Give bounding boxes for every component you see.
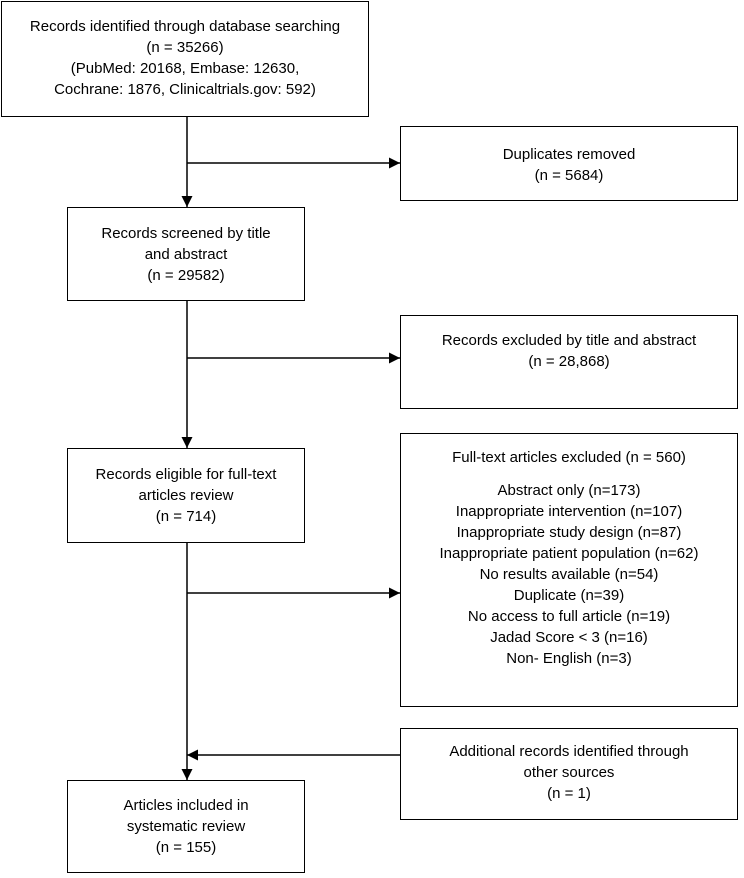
excluded-title-line: (n = 28,868) <box>528 353 610 370</box>
exclusion-reason: Inappropriate study design (n=87) <box>456 524 682 541</box>
exclusion-reason: No access to full article (n=19) <box>467 608 671 625</box>
additional-line: other sources <box>523 764 615 781</box>
excluded-title-line: Records excluded by title and abstract <box>441 332 697 349</box>
articles-included-box: Articles included in systematic review (… <box>67 780 305 873</box>
exclusion-reason: Duplicate (n=39) <box>513 587 625 604</box>
records-eligible-box: Records eligible for full-text articles … <box>67 448 305 543</box>
records-excluded-title-box: Records excluded by title and abstract (… <box>400 315 738 409</box>
included-line: Articles included in <box>123 797 249 814</box>
additional-line: (n = 1) <box>547 785 591 802</box>
exclusion-reason: Inappropriate patient population (n=62) <box>439 545 699 562</box>
screened-line: and abstract <box>144 246 228 263</box>
duplicates-line: Duplicates removed <box>502 146 636 163</box>
fulltext-excluded-heading: Full-text articles excluded (n = 560) <box>452 449 686 466</box>
eligible-line: Records eligible for full-text <box>95 466 277 483</box>
identified-line: Records identified through database sear… <box>29 18 341 35</box>
records-identified-box: Records identified through database sear… <box>1 1 369 117</box>
identified-line: (n = 35266) <box>146 39 224 56</box>
screened-line: (n = 29582) <box>147 267 225 284</box>
duplicates-removed-box: Duplicates removed (n = 5684) <box>400 126 738 201</box>
included-line: systematic review <box>126 818 246 835</box>
additional-line: Additional records identified through <box>449 743 689 760</box>
fulltext-excluded-box: Full-text articles excluded (n = 560) Ab… <box>400 433 738 707</box>
screened-line: Records screened by title <box>101 225 271 242</box>
exclusion-reason: Inappropriate intervention (n=107) <box>455 503 683 520</box>
records-screened-box: Records screened by title and abstract (… <box>67 207 305 301</box>
exclusion-reason: Abstract only (n=173) <box>497 482 641 499</box>
eligible-line: (n = 714) <box>155 508 217 525</box>
included-line: (n = 155) <box>155 839 217 856</box>
exclusion-reason: Non- English (n=3) <box>506 650 632 667</box>
eligible-line: articles review <box>138 487 234 504</box>
exclusion-reason: Jadad Score < 3 (n=16) <box>490 629 648 646</box>
additional-records-box: Additional records identified through ot… <box>400 728 738 820</box>
identified-line: Cochrane: 1876, Clinicaltrials.gov: 592) <box>54 81 316 98</box>
exclusion-reason: No results available (n=54) <box>479 566 659 583</box>
duplicates-line: (n = 5684) <box>534 167 604 184</box>
identified-line: (PubMed: 20168, Embase: 12630, <box>70 60 300 77</box>
